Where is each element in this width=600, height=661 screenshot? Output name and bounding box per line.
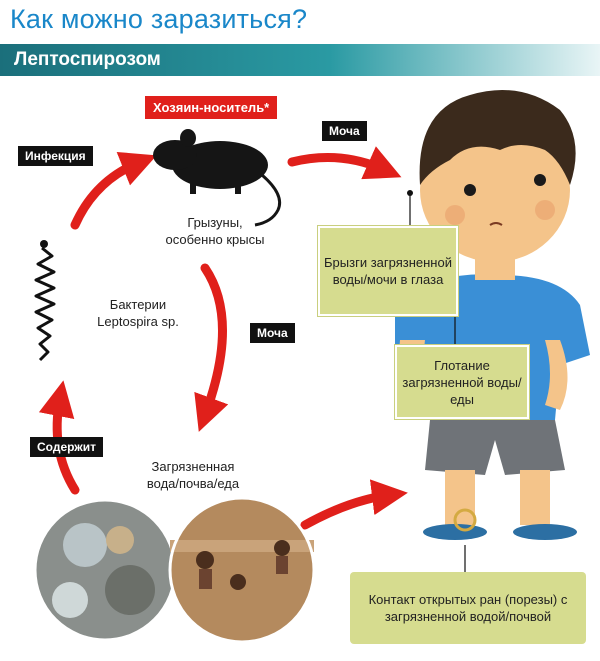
- environment-caption-line-2: вода/почва/еда: [146, 476, 240, 491]
- route-swallow-text: Глотание загрязненной воды/еды: [402, 357, 522, 407]
- flood-photo: [168, 496, 316, 644]
- host-caption-line-1: Грызуны,: [187, 215, 243, 230]
- leptospira-bacterium: [34, 246, 56, 362]
- arrow-rat-to-child: [287, 146, 402, 180]
- garbage-photo: [33, 498, 177, 642]
- environment-caption: Загрязненная вода/почва/еда: [128, 458, 258, 492]
- host-caption-line-2: особенно крысы: [165, 232, 265, 247]
- route-eyes-box: Брызги загрязненной воды/мочи в глаза: [318, 226, 458, 316]
- arrow-environment-to-child: [300, 479, 408, 530]
- route-wounds-text: Контакт открытых ран (порезы) с загрязне…: [368, 592, 568, 624]
- arrow-rat-to-environment: [194, 263, 229, 432]
- page-title: Как можно заразиться?: [10, 4, 308, 34]
- environment-caption-line-1: Загрязненная: [151, 459, 235, 474]
- tag-contains: Содержит: [30, 437, 104, 457]
- bacteria-caption-line-1: Бактерии: [109, 297, 167, 312]
- host-caption: Грызуны, особенно крысы: [155, 214, 275, 248]
- page-subtitle: Лептоспирозом: [14, 49, 161, 70]
- route-wounds-box: Контакт открытых ран (порезы) с загрязне…: [350, 572, 586, 644]
- bacteria-caption: Бактерии Leptospira sp.: [78, 296, 198, 330]
- route-swallow-box: Глотание загрязненной воды/еды: [395, 345, 529, 419]
- tag-urine-middle: Моча: [250, 323, 295, 343]
- bacteria-caption-line-2: Leptospira sp.: [97, 314, 179, 329]
- host-carrier-label: Хозяин-носитель*: [145, 96, 278, 119]
- subtitle-banner: [0, 44, 600, 76]
- tag-urine-top: Моча: [322, 121, 367, 141]
- arrow-bacteria-to-rat: [70, 151, 157, 230]
- route-eyes-text: Брызги загрязненной воды/мочи в глаза: [324, 255, 452, 287]
- rat-illustration: [153, 129, 282, 227]
- tag-infection: Инфекция: [18, 146, 93, 166]
